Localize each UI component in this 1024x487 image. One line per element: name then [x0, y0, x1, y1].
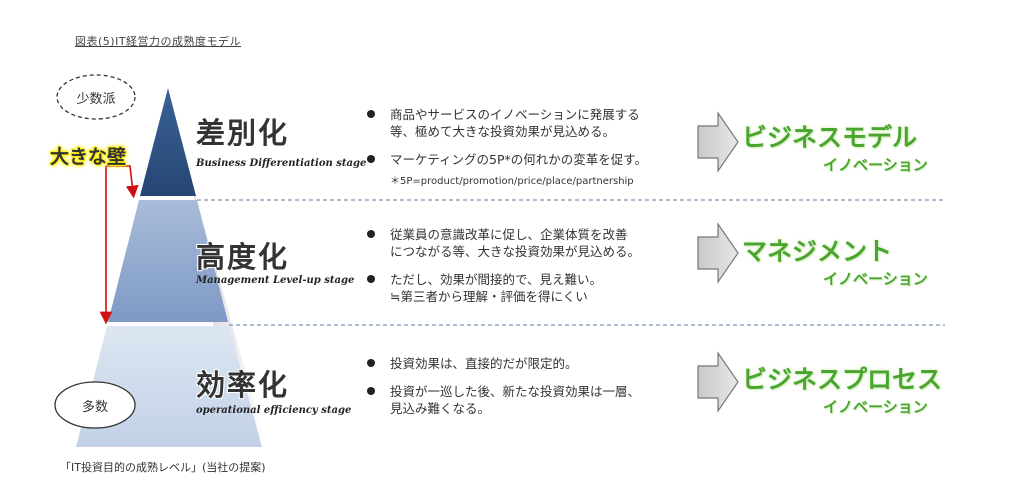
- stage-name-level-up: 高度化: [196, 240, 290, 274]
- result-title-management: マネジメント: [742, 237, 893, 266]
- bullet-item: 従業員の意識改革に促し、企業体質を改善 につながる等、大きな投資効果が見込める。: [364, 226, 640, 260]
- bullet-line: につながる等、大きな投資効果が見込める。: [390, 244, 641, 259]
- many-label: 多数: [81, 400, 108, 415]
- bullet-line: マーケティングの5P*の何れかの変革を促す。: [390, 152, 647, 167]
- bullet-line: 投資効果は、直接的だが限定的。: [390, 356, 578, 371]
- bullet-item: 投資が一巡した後、新たな投資効果は一層、 見込み難くなる。: [364, 383, 640, 417]
- stage-english-level-up: Management Level-up stage: [196, 275, 355, 286]
- result-sub-business-model: イノベーション: [823, 156, 928, 174]
- result-title-business-process: ビジネスプロセス: [742, 365, 943, 394]
- bullet-dot: [367, 275, 375, 283]
- bullet-item: 商品やサービスのイノベーションに発展する 等、極めて大きな投資効果が見込める。: [364, 106, 647, 140]
- stage-name-differentiation: 差別化: [196, 116, 290, 150]
- bullet-dot: [367, 110, 375, 118]
- figure-footer: 「IT投資目的の成熟レベル」(当社の提案): [60, 461, 266, 474]
- bullet-line: 等、極めて大きな投資効果が見込める。: [390, 124, 616, 139]
- many-ellipse: [54, 381, 136, 429]
- five-p-note: ＊5P=product/promotion/price/place/partne…: [390, 176, 634, 187]
- pyramid-tier-middle: [108, 200, 228, 322]
- arrow-stage-3: [697, 351, 739, 413]
- stage-3-bullets: 投資効果は、直接的だが限定的。 投資が一巡した後、新たな投資効果は一層、 見込み…: [364, 355, 640, 428]
- arrow-stage-2: [697, 222, 739, 284]
- arrow-stage-1: [697, 111, 739, 173]
- bullet-line: 商品やサービスのイノベーションに発展する: [390, 107, 640, 122]
- bullet-line: 従業員の意識改革に促し、企業体質を改善: [390, 227, 628, 242]
- result-title-business-model: ビジネスモデル: [742, 123, 918, 152]
- few-label: 少数派: [76, 92, 116, 107]
- bullet-item: 投資効果は、直接的だが限定的。: [364, 355, 640, 372]
- stage-2-bullets: 従業員の意識改革に促し、企業体質を改善 につながる等、大きな投資効果が見込める。…: [364, 226, 640, 316]
- pyramid-tier-top: [140, 88, 196, 196]
- bullet-line: 投資が一巡した後、新たな投資効果は一層、: [390, 384, 641, 399]
- bullet-dot: [367, 359, 375, 367]
- stage-english-differentiation: Business Differentiation stage: [196, 158, 367, 169]
- wall-arrow-up: [106, 165, 139, 199]
- figure-title: 図表(5)IT経営力の成熟度モデル: [75, 35, 242, 48]
- bullet-line: ただし、効果が間接的で、見え難い。: [390, 272, 603, 287]
- bullet-item: マーケティングの5P*の何れかの変革を促す。: [364, 151, 647, 168]
- bullet-line: ≒第三者から理解・評価を得にくい: [390, 289, 588, 304]
- stage-1-bullets: 商品やサービスのイノベーションに発展する 等、極めて大きな投資効果が見込める。 …: [364, 106, 647, 190]
- result-sub-business-process: イノベーション: [823, 398, 928, 416]
- few-ellipse: [56, 74, 136, 120]
- bullet-dot: [367, 387, 375, 395]
- bullet-dot: [367, 230, 375, 238]
- bullet-line: 見込み難くなる。: [390, 401, 491, 416]
- stage-english-efficiency: operational efficiency stage: [196, 405, 352, 416]
- bullet-item: ただし、効果が間接的で、見え難い。 ≒第三者から理解・評価を得にくい: [364, 271, 640, 305]
- wall-label: 大きな壁: [50, 146, 127, 168]
- result-sub-management: イノベーション: [823, 270, 928, 288]
- stage-name-efficiency: 効率化: [196, 368, 290, 402]
- bullet-dot: [367, 155, 375, 163]
